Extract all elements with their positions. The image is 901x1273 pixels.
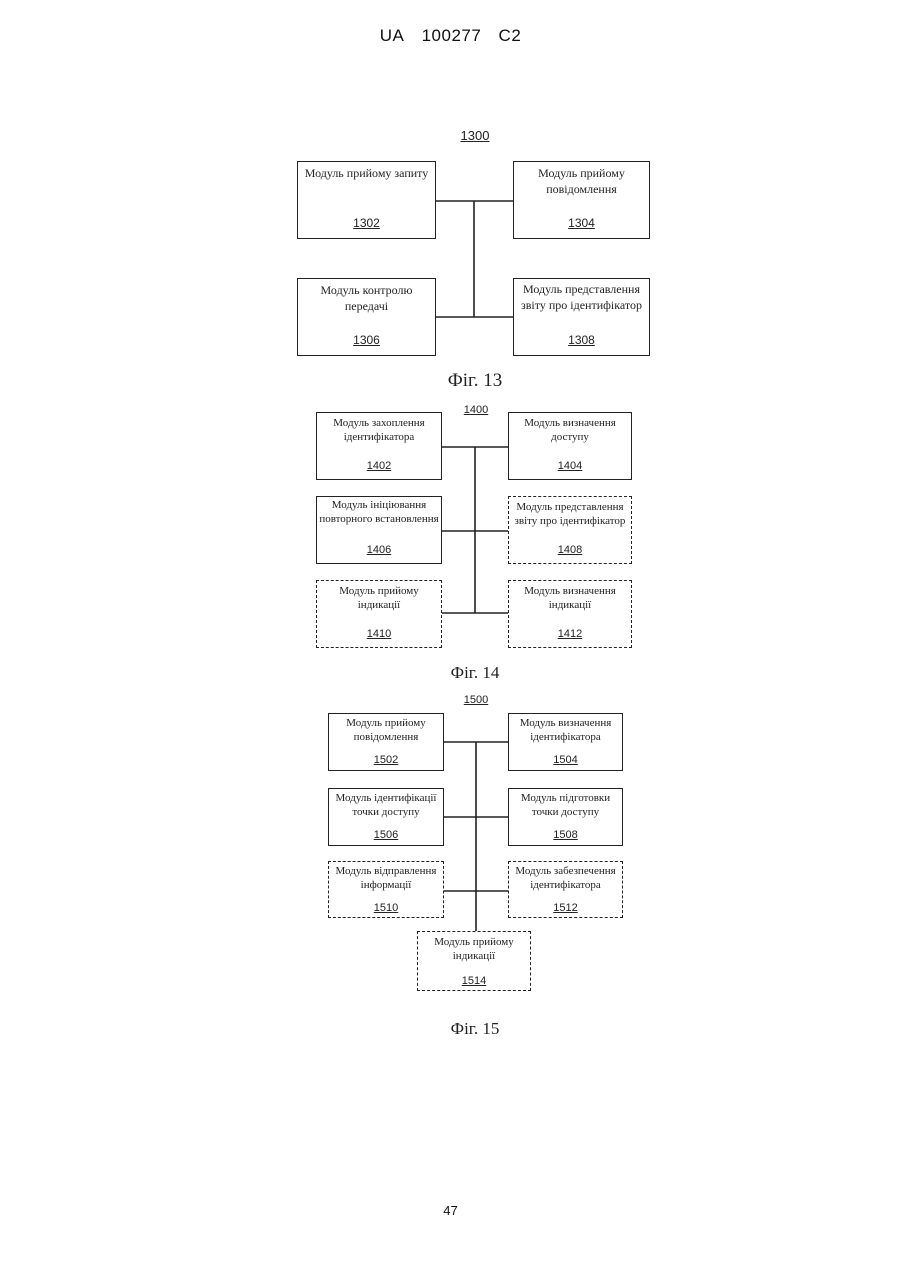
module-number: 1308 [514, 333, 649, 347]
module-number: 1402 [317, 460, 441, 472]
fig14-caption: Фіг. 14 [420, 663, 530, 683]
module-label: Модуль прийому індикації [319, 584, 439, 613]
module-box: Модуль прийому запиту 1302 [297, 161, 436, 239]
module-label: Модуль визначення доступу [511, 416, 629, 445]
module-label: Модуль прийому повідомлення [516, 166, 647, 197]
module-box: Модуль прийому повідомлення 1304 [513, 161, 650, 239]
optional-module-box: Модуль відправлення інформації 1510 [328, 861, 444, 918]
module-box: Модуль захоплення ідентифікатора 1402 [316, 412, 442, 480]
optional-module-box: Модуль прийому індикації 1410 [316, 580, 442, 648]
module-number: 1408 [509, 544, 631, 556]
module-number: 1302 [298, 216, 435, 230]
module-label: Модуль представлення звіту про ідентифік… [516, 282, 647, 313]
fig13-caption: Фіг. 13 [420, 370, 530, 392]
module-number: 1514 [418, 975, 530, 987]
module-box: Модуль представлення звіту про ідентифік… [513, 278, 650, 356]
module-number: 1504 [509, 754, 622, 766]
module-number: 1506 [329, 829, 443, 841]
module-label: Модуль прийому запиту [300, 166, 433, 182]
module-number: 1508 [509, 829, 622, 841]
module-box: Модуль ідентифікації точки доступу 1506 [328, 788, 444, 846]
module-label: Модуль прийому індикації [420, 935, 528, 964]
module-box: Модуль визначення доступу 1404 [508, 412, 632, 480]
module-label: Модуль захоплення ідентифікатора [319, 416, 439, 445]
module-label: Модуль забезпечення ідентифікатора [511, 864, 620, 893]
fig14-reference-number: 1400 [446, 404, 506, 416]
module-label: Модуль ідентифікації точки доступу [331, 791, 441, 820]
module-box: Модуль прийому повідомлення 1502 [328, 713, 444, 771]
page-number: 47 [0, 1203, 901, 1218]
module-number: 1306 [298, 333, 435, 347]
module-label: Модуль відправлення інформації [331, 864, 441, 893]
module-number: 1410 [317, 628, 441, 640]
module-number: 1404 [509, 460, 631, 472]
module-label: Модуль контролю передачі [300, 283, 433, 314]
module-box: Модуль контролю передачі 1306 [297, 278, 436, 356]
optional-module-box: Модуль представлення звіту про ідентифік… [508, 496, 632, 564]
module-box: Модуль підготовки точки доступу 1508 [508, 788, 623, 846]
optional-module-box: Модуль забезпечення ідентифікатора 1512 [508, 861, 623, 918]
module-number: 1512 [509, 902, 622, 914]
module-label: Модуль визначення ідентифікатора [511, 716, 620, 745]
module-label: Модуль визначення індикації [511, 584, 629, 613]
fig15-reference-number: 1500 [446, 694, 506, 706]
module-label: Модуль прийому повідомлення [331, 716, 441, 745]
module-number: 1304 [514, 216, 649, 230]
fig15-caption: Фіг. 15 [420, 1019, 530, 1039]
module-label: Модуль представлення звіту про ідентифік… [511, 500, 629, 529]
module-number: 1510 [329, 902, 443, 914]
optional-module-box: Модуль визначення індикації 1412 [508, 580, 632, 648]
module-box: Модуль визначення ідентифікатора 1504 [508, 713, 623, 771]
module-number: 1406 [317, 544, 441, 556]
module-number: 1502 [329, 754, 443, 766]
optional-module-box: Модуль прийому індикації 1514 [417, 931, 531, 991]
module-box: Модуль ініціювання повторного встановлен… [316, 496, 442, 564]
fig13-reference-number: 1300 [445, 128, 505, 143]
module-number: 1412 [509, 628, 631, 640]
module-label: Модуль ініціювання повторного встановлен… [319, 499, 439, 527]
module-label: Модуль підготовки точки доступу [511, 791, 620, 820]
